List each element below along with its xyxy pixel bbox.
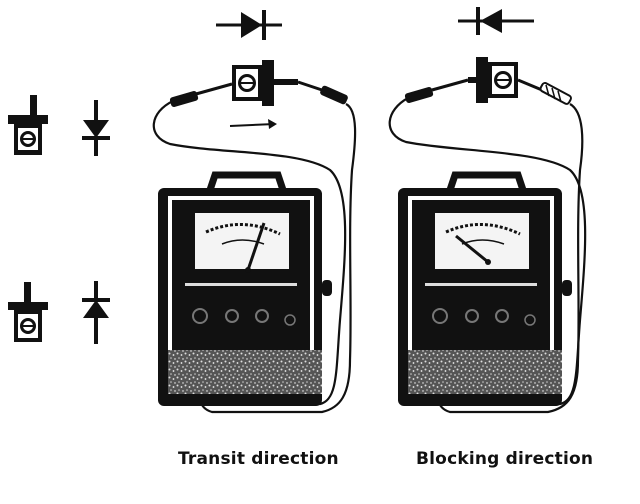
diode-pointing-up-icon bbox=[82, 281, 110, 344]
transit-probe-right bbox=[320, 85, 348, 105]
transit-probe-left bbox=[169, 91, 199, 107]
transit-multimeter bbox=[158, 171, 332, 406]
diode-forward-icon bbox=[216, 10, 282, 40]
blocking-direction-caption: Blocking direction bbox=[416, 449, 594, 469]
legend-stud-diode-bottom-icon bbox=[8, 282, 48, 342]
blocking-probe-right bbox=[539, 82, 572, 105]
blocking-multimeter bbox=[398, 171, 572, 406]
blocking-needle bbox=[455, 234, 489, 264]
diode-reverse-icon bbox=[458, 7, 534, 35]
diode-pointing-down-icon bbox=[82, 100, 110, 156]
legend-stud-diode-top-icon bbox=[8, 95, 48, 155]
blocking-probe-left bbox=[404, 87, 434, 103]
blocking-diode-component bbox=[468, 57, 518, 103]
transit-diode-component bbox=[232, 60, 298, 106]
transit-current-arrow-icon bbox=[229, 119, 277, 129]
transit-direction-caption: Transit direction bbox=[178, 449, 339, 469]
transit-needle bbox=[246, 222, 266, 271]
